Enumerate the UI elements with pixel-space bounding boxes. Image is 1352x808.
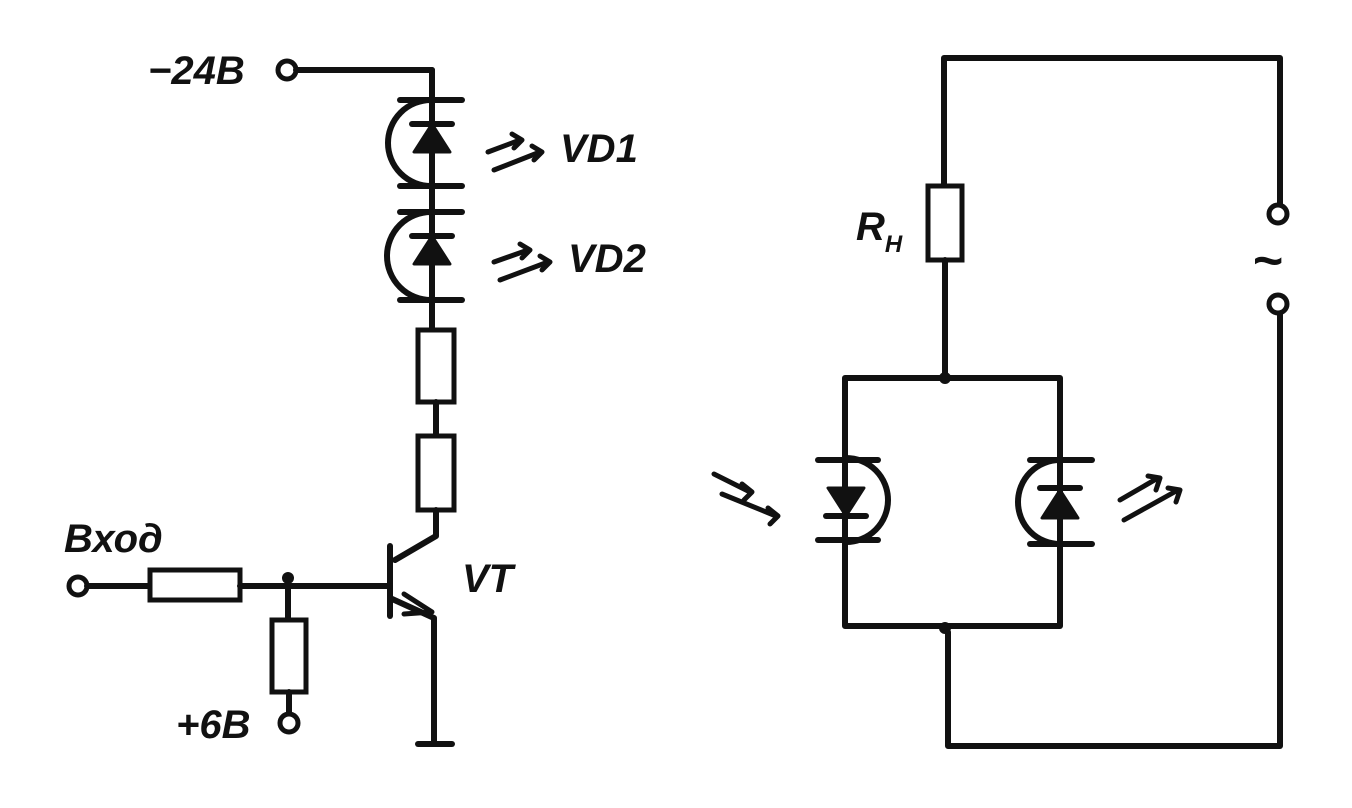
diode-triangle-icon [1040, 488, 1080, 520]
ac-terminal-bottom [1266, 292, 1290, 316]
led-vd1-label: VD1 [560, 127, 638, 171]
ac-terminal-top [1266, 202, 1290, 226]
emitter-arrow-icon [401, 591, 435, 617]
light-arrows-icon [485, 131, 545, 173]
load-resistor [925, 183, 965, 263]
top-wire [941, 55, 1283, 213]
junction-dot [939, 622, 951, 634]
led-right [1015, 457, 1183, 547]
right-circuit: ~ RН [711, 55, 1290, 749]
resistor-1 [415, 327, 457, 405]
light-arrows-icon [1117, 473, 1183, 523]
light-arrows-icon [491, 241, 553, 283]
supply-wire [293, 67, 435, 103]
input-resistor [147, 567, 243, 603]
parallel-frame [842, 375, 1063, 629]
resistor-2 [415, 433, 457, 513]
diode-triangle-icon [412, 234, 452, 266]
led-vd2: VD2 [384, 183, 646, 333]
led-vd2-label: VD2 [568, 237, 646, 281]
led-vd1: VD1 [385, 67, 638, 189]
bias-label: +6В [176, 703, 251, 747]
supply-neg-label: −24В [148, 49, 245, 93]
transistor-vt: VT [387, 543, 517, 747]
load-label-main: R [856, 205, 885, 249]
light-arrows-icon [711, 471, 781, 527]
load-resistor-label: RН [856, 205, 903, 258]
transistor-vt-label: VT [462, 557, 517, 601]
input-label: Вход [64, 517, 163, 561]
collector-wire [392, 507, 439, 563]
bias-resistor [269, 617, 309, 695]
diode-triangle-icon [412, 122, 452, 154]
diode-triangle-icon [826, 486, 866, 518]
bias-terminal [277, 711, 301, 735]
return-wire [945, 311, 1283, 749]
left-circuit: −24В VD1 VD2 [64, 49, 646, 747]
load-label-subscript: Н [885, 231, 903, 258]
led-left [711, 455, 891, 545]
ac-source-label: ~ [1252, 232, 1282, 290]
